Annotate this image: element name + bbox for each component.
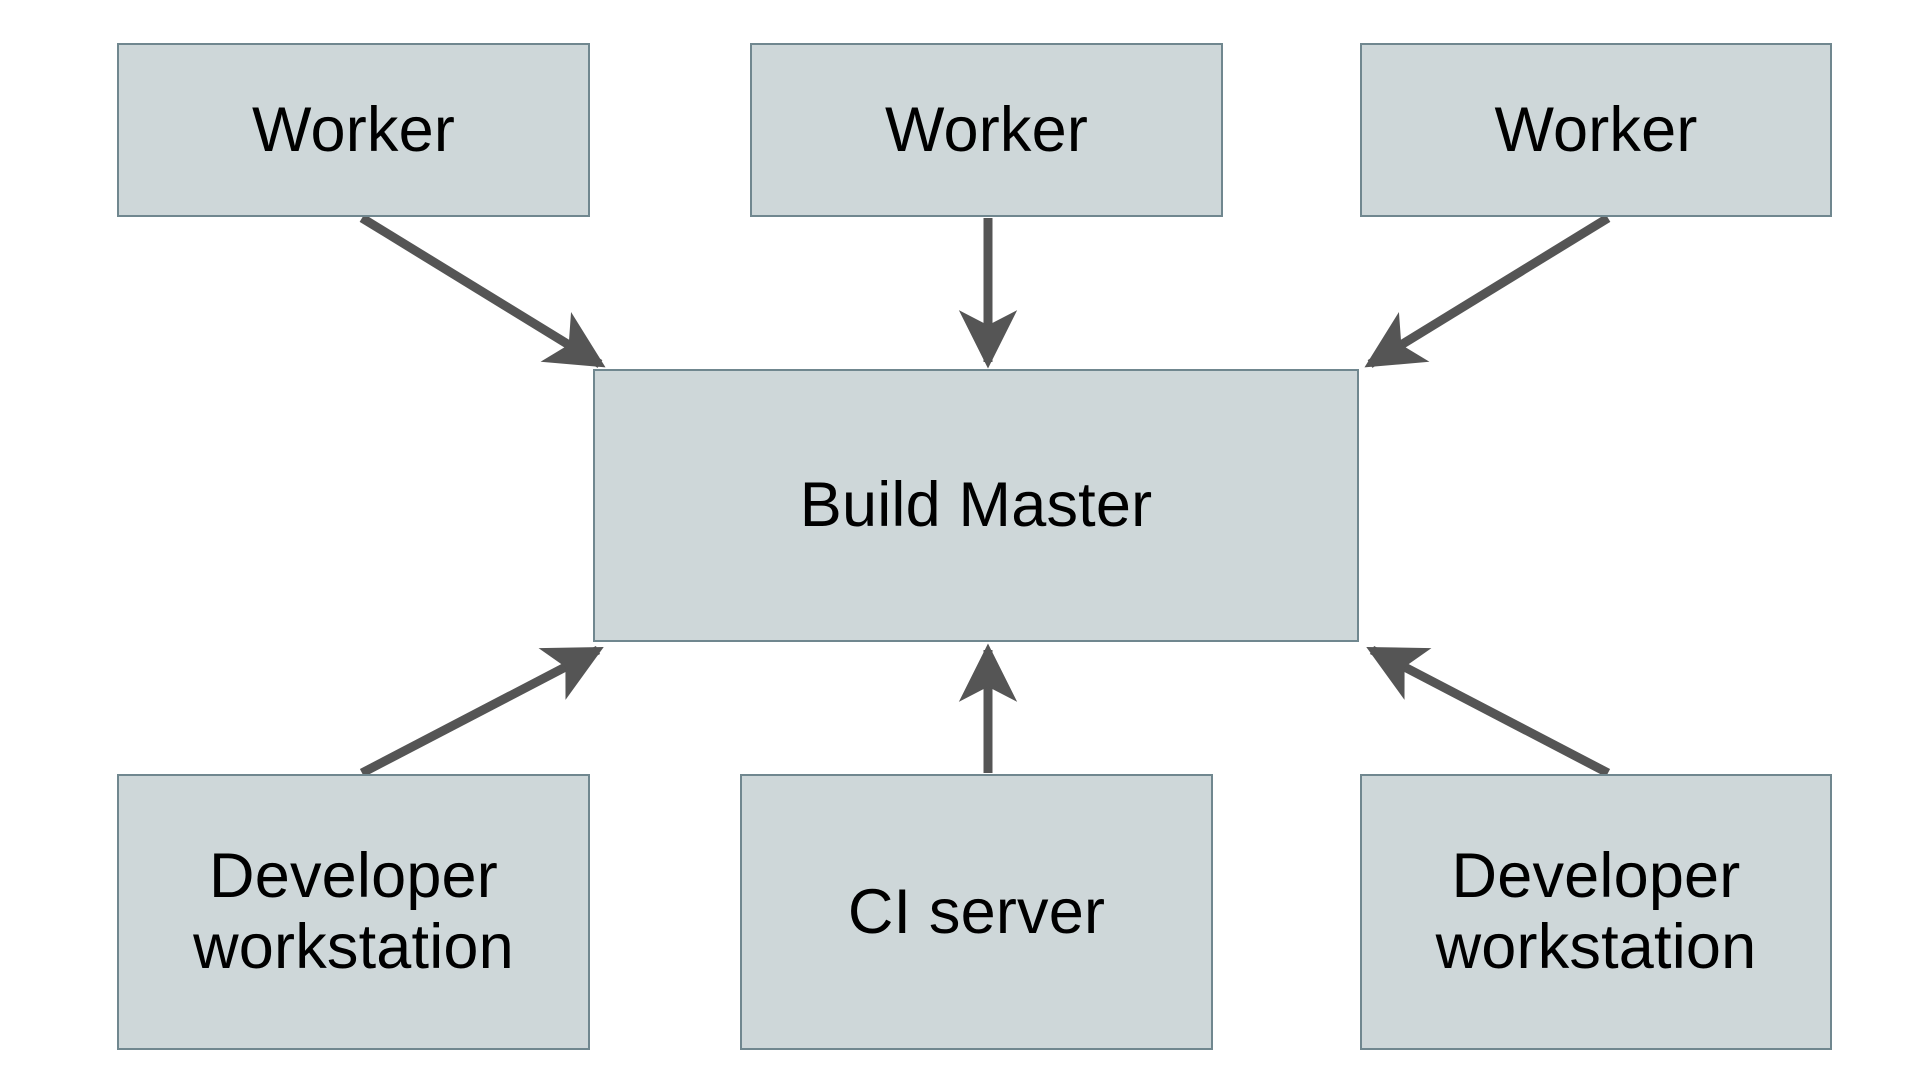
node-build-master[interactable]: Build Master (593, 369, 1359, 642)
edge-worker-1-to-build-master (359, 214, 606, 368)
node-build-master-label: Build Master (799, 470, 1153, 541)
node-developer-workstation-2[interactable]: Developer workstation (1360, 774, 1832, 1050)
edge-dev-ws-2-to-build-master (1366, 646, 1611, 777)
node-worker-3-label: Worker (1494, 94, 1698, 165)
node-worker-1[interactable]: Worker (117, 43, 590, 217)
edge-dev-ws-1-to-build-master (359, 646, 604, 777)
node-developer-workstation-2-label: Developer workstation (1435, 841, 1757, 982)
node-worker-3[interactable]: Worker (1360, 43, 1832, 217)
node-developer-workstation-1-label: Developer workstation (193, 841, 514, 982)
node-ci-server-label: CI server (847, 876, 1106, 947)
node-ci-server[interactable]: CI server (740, 774, 1213, 1050)
edge-worker-3-to-build-master (1364, 214, 1611, 368)
node-worker-2[interactable]: Worker (750, 43, 1223, 217)
node-worker-1-label: Worker (251, 94, 456, 165)
node-worker-2-label: Worker (884, 94, 1089, 165)
node-developer-workstation-1[interactable]: Developer workstation (117, 774, 590, 1050)
